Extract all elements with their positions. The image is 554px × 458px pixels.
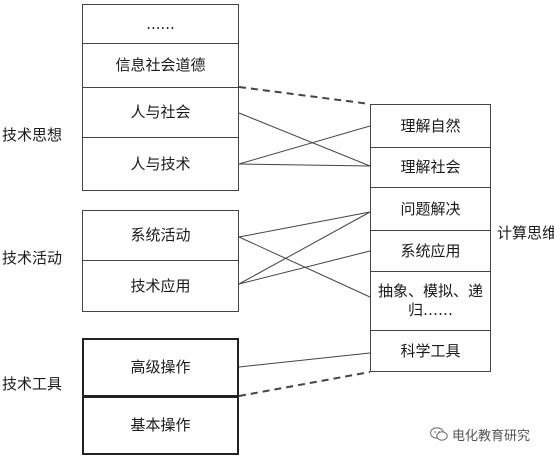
dashed-line-top	[238, 86, 371, 105]
left-box-tech-application: 技术应用	[82, 260, 239, 312]
left-box-advanced-operation: 高级操作	[82, 338, 239, 397]
link-techapp-problem	[238, 211, 371, 285]
left-box-human-tech-text: 人与技术	[130, 154, 191, 173]
group-label-thought: 技术思想	[2, 126, 63, 144]
link-sysact-problem	[238, 211, 371, 238]
link-techapp-sysapp	[238, 250, 371, 285]
link-tech-understand-nature	[238, 125, 371, 165]
right-box-science-tools: 科学工具	[370, 330, 491, 372]
right-box-understand-nature: 理解自然	[370, 104, 491, 148]
left-box-system-activity: 系统活动	[82, 210, 239, 261]
wechat-icon	[429, 426, 448, 441]
watermark-text: 电化教育研究	[452, 429, 531, 444]
link-tech-understand-society	[238, 163, 371, 167]
right-box-understand-society: 理解社会	[370, 147, 491, 188]
right-box-abstraction: 抽象、模拟、递归……	[370, 271, 491, 331]
right-box-problem-solving-text: 问题解决	[400, 199, 461, 218]
right-box-understand-society-text: 理解社会	[400, 158, 461, 177]
right-box-understand-nature-text: 理解自然	[400, 116, 461, 135]
right-box-system-application: 系统应用	[370, 230, 491, 272]
link-advanced-scitool	[238, 352, 371, 368]
group-label-tool: 技术工具	[2, 375, 63, 393]
right-box-abstraction-text: 抽象、模拟、递归……	[377, 282, 483, 319]
left-box-human-tech: 人与技术	[82, 137, 239, 191]
left-box-advanced-operation-text: 高级操作	[130, 358, 191, 377]
left-box-basic-operation: 基本操作	[82, 396, 239, 455]
left-box-info-ethics-text: 信息社会道德	[115, 56, 206, 75]
right-box-science-tools-text: 科学工具	[400, 341, 461, 360]
left-box-system-activity-text: 系统活动	[130, 226, 191, 245]
left-box-human-society: 人与社会	[82, 87, 239, 138]
right-label-computational-thinking: 计算思维	[497, 224, 554, 242]
left-box-info-ethics: 信息社会道德	[82, 43, 239, 88]
link-society-understand-society	[238, 112, 371, 167]
dashed-line-bottom	[238, 371, 371, 397]
left-box-basic-operation-text: 基本操作	[130, 416, 191, 435]
group-label-activity: 技术活动	[2, 249, 63, 267]
left-box-human-society-text: 人与社会	[130, 103, 191, 122]
right-box-system-application-text: 系统应用	[400, 241, 461, 260]
left-box-tech-application-text: 技术应用	[130, 276, 191, 295]
left-box-ellipsis-text: ......	[146, 14, 175, 33]
left-box-ellipsis: ......	[82, 4, 239, 44]
right-box-problem-solving: 问题解决	[370, 187, 491, 231]
